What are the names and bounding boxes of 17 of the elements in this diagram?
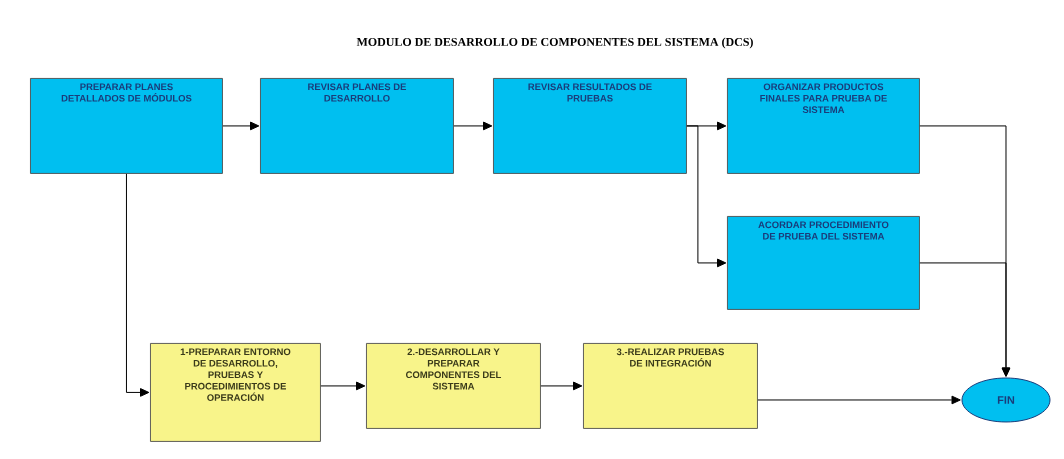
process-box: ACORDAR PROCEDIMIENTO DE PRUEBA DEL SISTEMA	[727, 216, 920, 310]
process-box: ORGANIZAR PRODUCTOS FINALES PARA PRUEBA DE SISTEMA	[727, 78, 920, 174]
arrow	[125, 173, 150, 397]
arrow	[320, 381, 366, 391]
step-box: 2.-DESARROLLAR Y PREPARAR COMPONENTES DEL SISTEMA	[366, 343, 541, 429]
arrow	[919, 262, 1011, 377]
step-box: 1-PREPARAR ENTORNO DE DESARROLLO, PRUEBAS Y PROCEDIMIENTOS DE OPERACIÓN	[150, 343, 321, 442]
process-box: PREPARAR PLANES DETALLADOS DE MÓDULOS	[30, 78, 223, 174]
arrow	[686, 125, 727, 268]
arrow	[757, 395, 961, 405]
process-box: REVISAR RESULTADOS DE PRUEBAS	[493, 78, 687, 174]
process-box: REVISAR PLANES DE DESARROLLO	[260, 78, 454, 174]
arrow	[222, 121, 260, 131]
title: MODULO DE DESARROLLO DE COMPONENTES DEL SISTEMA (DCS)	[356, 37, 753, 49]
step-box: 3.-REALIZAR PRUEBAS DE INTEGRACIÓN	[583, 343, 758, 429]
arrow	[453, 121, 493, 131]
arrow	[540, 381, 583, 391]
